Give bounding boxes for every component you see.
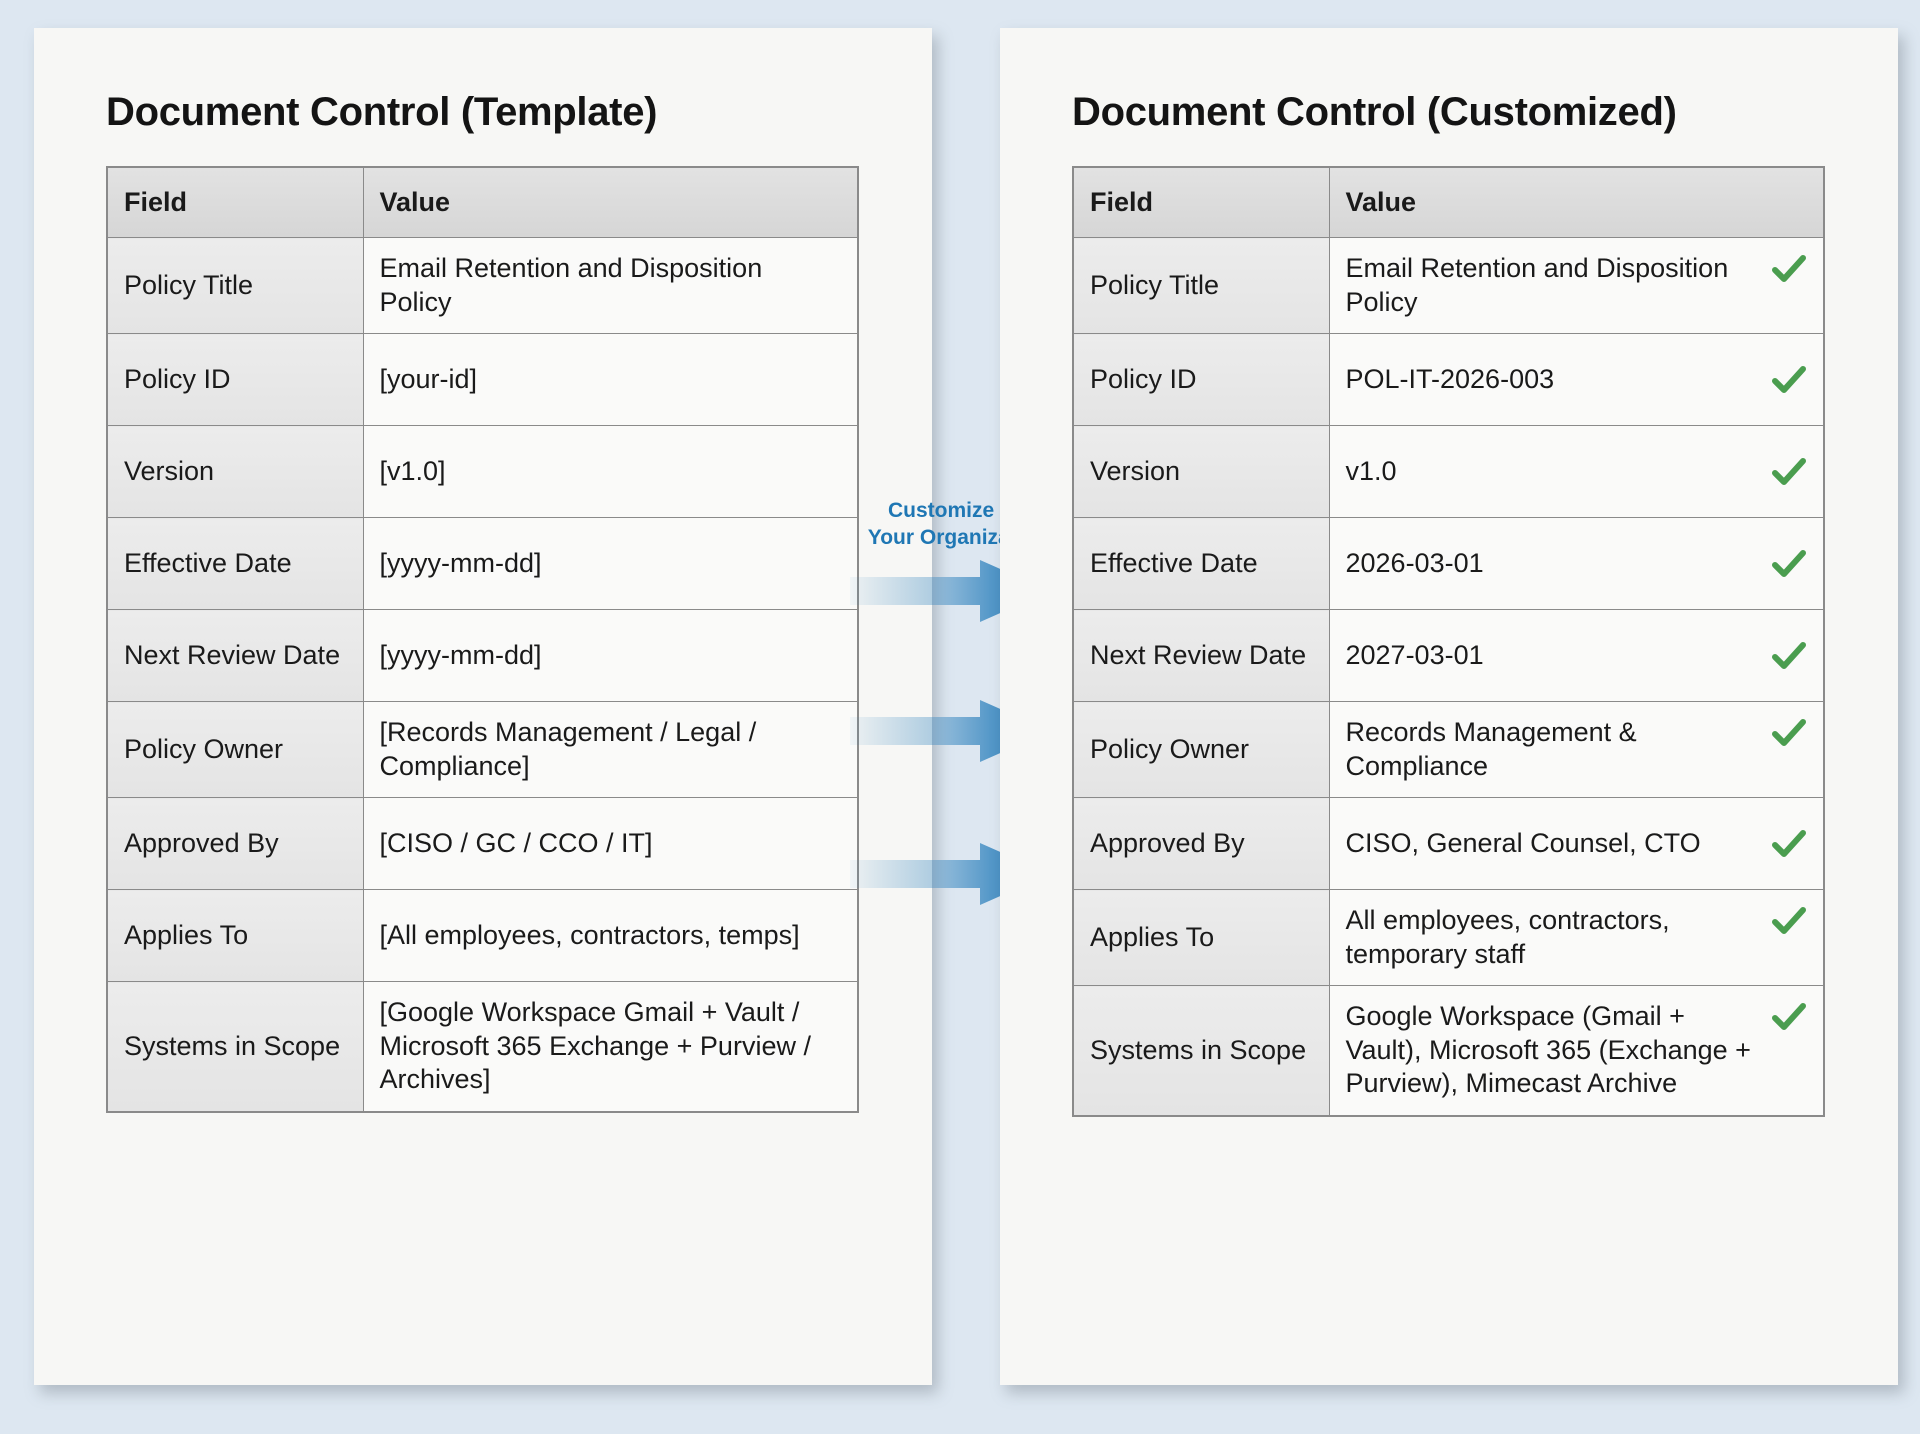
row-value-placeholder: [All employees, contractors, temps] [362,889,859,983]
table-header-row: Field Value [1072,166,1825,239]
row-value-text: All employees, contractors, temporary st… [1345,905,1670,969]
row-field-label: Next Review Date [106,609,364,703]
header-field: Field [1072,166,1330,239]
row-field-label: Applies To [1072,889,1330,987]
row-value: POL-IT-2026-003 [1328,333,1825,427]
row-value: 2026-03-01 [1328,517,1825,611]
check-icon [1771,906,1807,936]
table-row: Next Review Date [yyyy-mm-dd] [106,609,859,703]
row-value-placeholder: [v1.0] [362,425,859,519]
row-value-placeholder: [your-id] [362,333,859,427]
row-value-text: Email Retention and Disposition Policy [1345,253,1729,317]
row-field-label: Effective Date [106,517,364,611]
row-value-placeholder: [Records Management / Legal / Compliance… [362,701,859,799]
check-icon [1771,254,1807,284]
table-row: Policy Title Email Retention and Disposi… [1072,237,1825,335]
row-field-label: Version [106,425,364,519]
check-icon [1771,549,1807,579]
row-value: 2027-03-01 [1328,609,1825,703]
template-table: Field Value Policy Title Email Retention… [106,166,859,1113]
row-value: Email Retention and Disposition Policy [362,237,859,335]
table-row: Effective Date 2026-03-01 [1072,517,1825,611]
row-field-label: Approved By [1072,797,1330,891]
row-value: v1.0 [1328,425,1825,519]
row-value-placeholder: [Google Workspace Gmail + Vault / Micros… [362,981,859,1113]
row-field-label: Policy ID [106,333,364,427]
row-field-label: Effective Date [1072,517,1330,611]
table-row: Applies To [All employees, contractors, … [106,889,859,983]
table-row: Policy ID POL-IT-2026-003 [1072,333,1825,427]
table-row: Systems in Scope [Google Workspace Gmail… [106,981,859,1113]
row-value: Google Workspace (Gmail + Vault), Micros… [1328,985,1825,1117]
template-title: Document Control (Template) [106,90,658,134]
row-field-label: Version [1072,425,1330,519]
check-icon [1771,1002,1807,1032]
table-row: Version v1.0 [1072,425,1825,519]
row-field-label: Policy Owner [106,701,364,799]
row-field-label: Policy Title [106,237,364,335]
table-row: Policy Title Email Retention and Disposi… [106,237,859,335]
row-field-label: Applies To [106,889,364,983]
row-value-text: 2027-03-01 [1345,640,1484,671]
row-value-placeholder: [CISO / GC / CCO / IT] [362,797,859,891]
check-icon [1771,641,1807,671]
row-field-label: Policy ID [1072,333,1330,427]
check-icon [1771,718,1807,748]
row-value: Email Retention and Disposition Policy [1328,237,1825,335]
table-row: Version [v1.0] [106,425,859,519]
table-row: Applies To All employees, contractors, t… [1072,889,1825,987]
table-row: Effective Date [yyyy-mm-dd] [106,517,859,611]
table-row: Policy Owner [Records Management / Legal… [106,701,859,799]
row-value-text: Google Workspace (Gmail + Vault), Micros… [1345,1001,1751,1099]
table-row: Policy ID [your-id] [106,333,859,427]
check-icon [1771,365,1807,395]
customized-title: Document Control (Customized) [1072,90,1677,134]
row-value-placeholder: [yyyy-mm-dd] [362,517,859,611]
header-value: Value [362,166,859,239]
check-icon [1771,457,1807,487]
table-row: Policy Owner Records Management & Compli… [1072,701,1825,799]
header-value: Value [1328,166,1825,239]
template-card: Document Control (Template) Field Value … [34,28,932,1385]
row-field-label: Next Review Date [1072,609,1330,703]
row-field-label: Policy Title [1072,237,1330,335]
check-icon [1771,829,1807,859]
table-row: Approved By [CISO / GC / CCO / IT] [106,797,859,891]
customized-card: Document Control (Customized) Field Valu… [1000,28,1898,1385]
row-value: Records Management & Compliance [1328,701,1825,799]
row-value-placeholder: [yyyy-mm-dd] [362,609,859,703]
row-field-label: Systems in Scope [106,981,364,1113]
row-field-label: Systems in Scope [1072,985,1330,1117]
table-header-row: Field Value [106,166,859,239]
table-row: Approved By CISO, General Counsel, CTO [1072,797,1825,891]
row-field-label: Policy Owner [1072,701,1330,799]
row-value-text: CISO, General Counsel, CTO [1345,828,1701,859]
header-field: Field [106,166,364,239]
row-value-text: POL-IT-2026-003 [1345,364,1555,395]
customized-table: Field Value Policy Title Email Retention… [1072,166,1825,1117]
row-value: All employees, contractors, temporary st… [1328,889,1825,987]
row-value-text: Records Management & Compliance [1345,717,1637,781]
row-value-text: 2026-03-01 [1345,548,1484,579]
table-row: Systems in Scope Google Workspace (Gmail… [1072,985,1825,1117]
row-value: CISO, General Counsel, CTO [1328,797,1825,891]
row-value-text: v1.0 [1345,456,1397,487]
table-row: Next Review Date 2027-03-01 [1072,609,1825,703]
row-field-label: Approved By [106,797,364,891]
